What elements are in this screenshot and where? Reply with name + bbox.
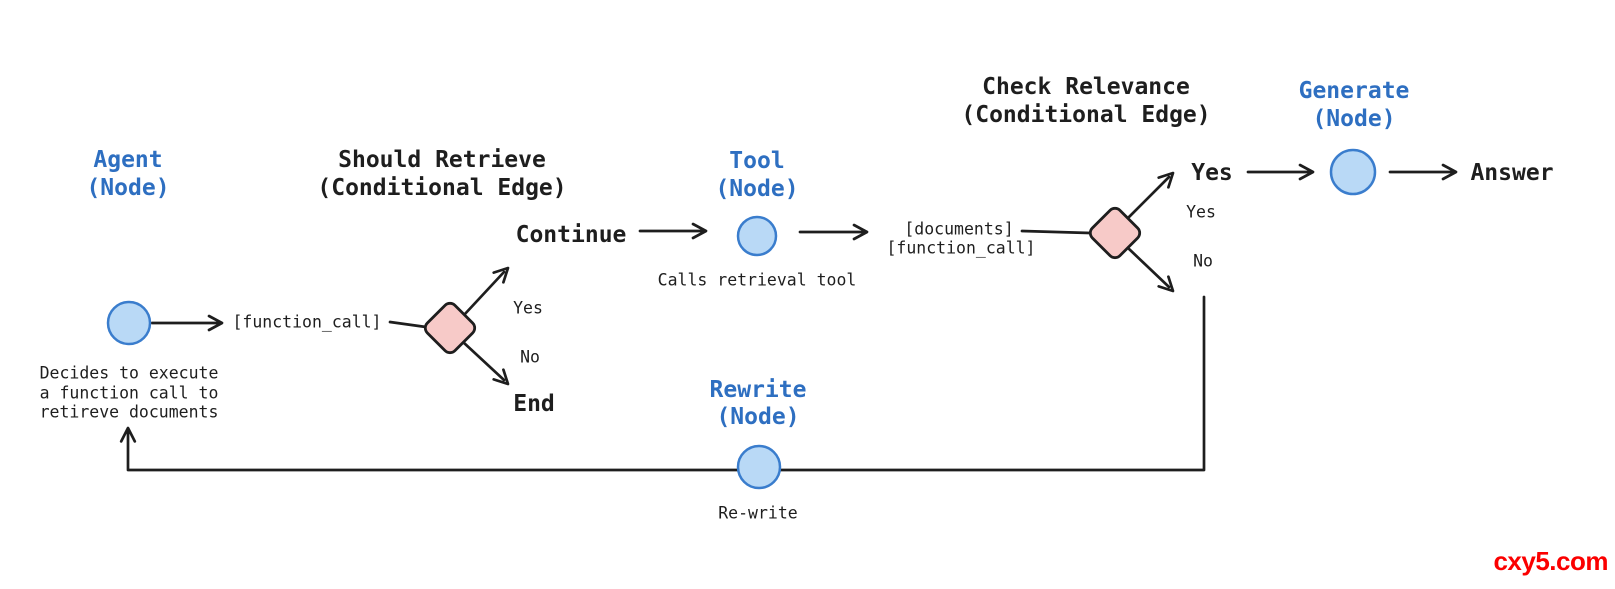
tool-node-title: Tool [729, 148, 784, 174]
rewrite-node-circle [736, 444, 782, 490]
generate-node-subtitle: (Node) [1312, 106, 1395, 132]
should-retrieve-subtitle: (Conditional Edge) [317, 175, 566, 201]
tool-node-subtitle: (Node) [715, 176, 798, 202]
check-relevance-yes-label: Yes [1186, 203, 1216, 222]
agent-node-circle [106, 300, 152, 346]
generate-node-circle [1329, 148, 1377, 196]
rewrite-feedback-arrow [119, 295, 1206, 472]
check-relevance-title: Check Relevance [982, 74, 1190, 100]
should-retrieve-yes-arrow [462, 266, 510, 317]
check-relevance-subtitle: (Conditional Edge) [961, 102, 1210, 128]
should-retrieve-title: Should Retrieve [338, 147, 546, 173]
agent-to-function-call-arrow [150, 314, 224, 332]
check-relevance-no-label: No [1193, 252, 1213, 271]
check-relevance-diamond [1088, 206, 1142, 260]
agent-node-caption-line2: a function call to [40, 384, 219, 403]
agent-node-caption-line3: retireve documents [40, 403, 219, 422]
documents-function-call-edge-label: [function_call] [886, 239, 1035, 258]
documents-edge-label: [documents] [904, 220, 1013, 239]
should-retrieve-no-label: No [520, 348, 540, 367]
answer-label: Answer [1470, 160, 1553, 186]
rewrite-node-title: Rewrite [710, 377, 807, 403]
yes-to-generate-arrow [1246, 163, 1315, 181]
should-retrieve-diamond [423, 301, 477, 355]
generate-to-answer-arrow [1388, 163, 1458, 181]
function-call-edge-label: [function_call] [232, 313, 381, 332]
agent-node-caption-line1: Decides to execute [40, 364, 219, 383]
continue-to-tool-arrow [638, 222, 708, 240]
tool-node-caption: Calls retrieval tool [658, 271, 857, 290]
end-label: End [513, 391, 555, 417]
rewrite-node-caption: Re-write [718, 504, 797, 523]
rewrite-node-subtitle: (Node) [716, 404, 799, 430]
should-retrieve-no-arrow [461, 340, 510, 386]
agent-node-title: Agent [93, 147, 162, 173]
tool-to-documents-arrow [798, 223, 869, 241]
documents-to-diamond-line [1020, 229, 1092, 235]
yes-target-label: Yes [1191, 160, 1233, 186]
function-call-to-diamond-line [388, 320, 428, 329]
agent-node-subtitle: (Node) [86, 175, 169, 201]
watermark-text: cxy5.com [1493, 546, 1608, 576]
check-relevance-no-arrow [1126, 246, 1175, 293]
should-retrieve-yes-label: Yes [513, 299, 543, 318]
check-relevance-yes-arrow [1126, 171, 1175, 220]
generate-node-title: Generate [1299, 78, 1410, 104]
continue-label: Continue [516, 222, 627, 248]
tool-node-circle [736, 215, 778, 257]
